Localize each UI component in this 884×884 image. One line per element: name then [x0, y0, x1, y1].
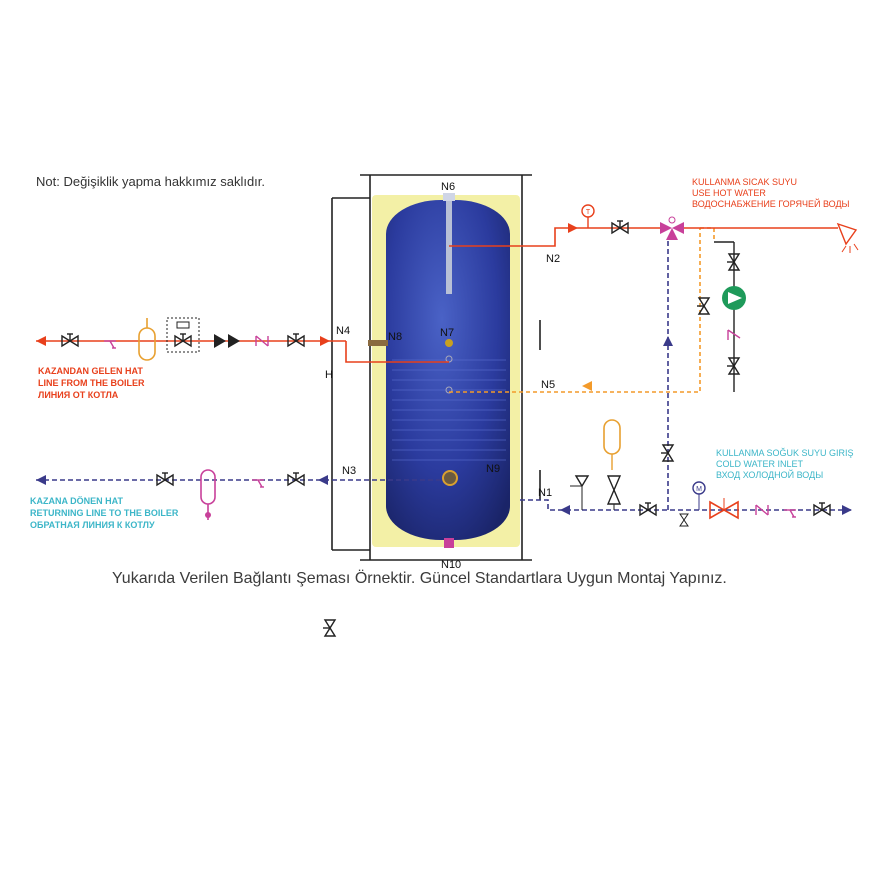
- gate-valve-icon: [322, 619, 336, 637]
- arrow-cold-up: [663, 336, 673, 346]
- anode-cap: [443, 193, 455, 201]
- port-n7: [445, 339, 453, 347]
- gate-valve-icon: [726, 253, 740, 271]
- arrow-hot: [568, 223, 578, 233]
- safety-valve-icon: [606, 475, 622, 510]
- gate-valve-icon: [156, 472, 174, 486]
- gate-valve-icon: [813, 502, 831, 516]
- label-text: ВХОД ХОЛОДНОЙ ВОДЫ: [716, 469, 823, 480]
- disclaimer-note: Not: Değişiklik yapma hakkımız saklıdır.: [36, 174, 266, 189]
- sensor-sleeve-n8: [368, 340, 388, 346]
- shower-head-icon: [836, 222, 859, 253]
- gate-valve-icon: [611, 220, 629, 234]
- recirculation-pump-icon: [722, 286, 746, 310]
- label-text: T: [586, 209, 591, 216]
- label-text: KAZANA DÖNEN HAT: [30, 496, 123, 506]
- boiler-supply-label: KAZANDAN GELEN HAT LINE FROM THE BOILER …: [38, 366, 145, 400]
- label-text: KAZANDAN GELEN HAT: [38, 366, 143, 376]
- boiler-return-label: KAZANA DÖNEN HAT RETURNING LINE TO THE B…: [30, 496, 179, 530]
- tank-frame: [331, 174, 541, 561]
- label-text: M: [696, 486, 702, 493]
- strainer-icon: [103, 340, 117, 349]
- arrow-in-left: [36, 336, 46, 346]
- label-text: USE HOT WATER: [692, 188, 766, 198]
- label-n5: N5: [541, 379, 555, 391]
- label-n3: N3: [342, 465, 356, 477]
- label-text: ВОДОСНАБЖЕНИЕ ГОРЯЧЕЙ ВОДЫ: [692, 198, 850, 209]
- label-n2: N2: [546, 253, 560, 265]
- circulation-pump-icon: [214, 334, 240, 348]
- temperature-gauge-icon: T: [581, 204, 595, 228]
- gate-valve-icon: [287, 333, 305, 347]
- gate-valve-icon: [287, 472, 305, 486]
- check-valve-icon: [727, 329, 741, 340]
- port-n9: [442, 470, 458, 486]
- boiler-supply-line: [36, 227, 660, 363]
- dirt-separator-icon: [200, 469, 216, 520]
- label-text: LINE FROM THE BOILER: [38, 378, 145, 388]
- hot-water-label: KULLANMA SICAK SUYU USE HOT WATER ВОДОСН…: [692, 177, 850, 209]
- gate-valve-icon: [726, 357, 740, 375]
- cold-water-label: KULLANMA SOĞUK SUYU GIRIŞ COLD WATER INL…: [716, 448, 854, 480]
- safety-valve-icon: [570, 475, 590, 510]
- arrow-cold-right: [842, 505, 852, 515]
- arrow-return: [318, 475, 328, 485]
- mixing-valve-icon: [166, 317, 200, 353]
- port-inner-2: [445, 386, 453, 394]
- gate-valve-icon: [696, 297, 710, 315]
- label-text: KULLANMA SICAK SUYU: [692, 177, 797, 187]
- drain-n10: [444, 538, 454, 548]
- label-n6: N6: [441, 181, 455, 193]
- gate-valve-icon: [639, 502, 657, 516]
- expansion-vessel-icon: [603, 419, 621, 470]
- drain-valve-icon: [679, 513, 689, 527]
- strainer-icon: [251, 479, 265, 488]
- label-n9: N9: [486, 463, 500, 475]
- label-text: KULLANMA SOĞUK SUYU GIRIŞ: [716, 448, 854, 458]
- label-n7: N7: [440, 327, 454, 339]
- pressure-gauge-icon: M: [692, 481, 706, 510]
- footer-instruction: Yukarıda Verilen Bağlantı Şeması Örnekti…: [112, 570, 727, 587]
- label-h: H: [325, 369, 333, 381]
- heating-coil: [392, 359, 506, 461]
- gate-valve-icon: [660, 444, 674, 462]
- pressure-reducer-icon: [709, 498, 739, 520]
- strainer-icon: [783, 509, 797, 518]
- label-text: ЛИНИЯ ОТ КОТЛА: [38, 390, 119, 400]
- thermostatic-mixer-icon: [660, 216, 684, 240]
- label-text: ОБРАТНАЯ ЛИНИЯ К КОТЛУ: [30, 520, 155, 530]
- arrow-to-tank: [320, 336, 330, 346]
- expansion-vessel-icon: [138, 318, 156, 361]
- label-text: COLD WATER INLET: [716, 459, 804, 469]
- arrow-return-left: [36, 475, 46, 485]
- label-n10: N10: [441, 559, 461, 571]
- gate-valve-icon: [61, 333, 79, 347]
- label-text: RETURNING LINE TO THE BOILER: [30, 508, 179, 518]
- label-n1: N1: [538, 487, 552, 499]
- arrow-n5: [582, 381, 592, 391]
- label-n8: N8: [388, 331, 402, 343]
- arrow-cold-in: [560, 505, 570, 515]
- cold-water-line: [520, 240, 852, 511]
- label-n4: N4: [336, 325, 350, 337]
